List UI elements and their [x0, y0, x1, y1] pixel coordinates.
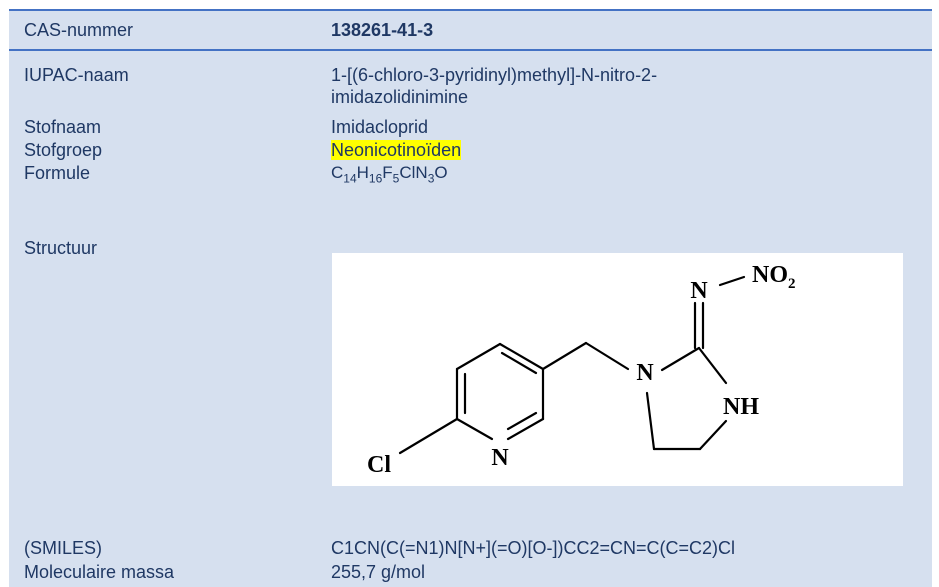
structuur-label: Structuur [24, 238, 98, 258]
bond-c2-nh [697, 346, 728, 385]
stofgroep-value-wrap: Neonicotinoïden [331, 139, 462, 161]
cas-value: 138261-41-3 [331, 20, 434, 40]
formule-label: Formule [24, 163, 91, 183]
atom-cl: Cl [367, 452, 391, 478]
bond-n-c2 [660, 346, 701, 372]
stofnaam-value: Imidacloprid [331, 117, 429, 137]
bond-cl-c [398, 417, 459, 455]
massa-value: 255,7 g/mol [331, 562, 426, 582]
bond-ring-5-double [506, 411, 538, 431]
bond-ring-6 [455, 417, 494, 441]
structure-image: N NO2 N NH Cl N [332, 253, 903, 486]
stofgroep-label: Stofgroep [24, 140, 103, 160]
bond-n-no2 [718, 275, 746, 287]
bond-ring-5 [506, 417, 545, 441]
atom-n-top: N [690, 278, 708, 304]
iupac-value-line1: 1-[(6-chloro-3-pyridinyl)methyl]-N-nitro… [331, 65, 658, 85]
bond-c-ch2 [541, 341, 588, 371]
bond-ch2-n [584, 341, 630, 371]
massa-label: Moleculaire massa [24, 562, 175, 582]
stofgroep-value: Neonicotinoïden [331, 140, 462, 160]
cas-label: CAS-nummer [24, 20, 134, 40]
atom-n-ring: N [636, 360, 654, 386]
smiles-label: (SMILES) [24, 538, 103, 558]
atom-no2: NO2 [752, 262, 796, 292]
row-cas: CAS-nummer 138261-41-3 [9, 9, 932, 51]
bond-ring-3-double [500, 351, 538, 375]
bond-c-n [645, 391, 656, 451]
bond-ring-2 [455, 342, 502, 371]
formule-value: C14H16F5ClN3O [331, 163, 448, 186]
bond-ring-3 [498, 342, 545, 371]
iupac-label: IUPAC-naam [24, 65, 129, 85]
smiles-value: C1CN(C(=N1)N[N+](=O)[O-])CC2=CN=C(C=C2)C… [331, 538, 736, 558]
iupac-value-line2: imidazolidinimine [331, 87, 469, 107]
atom-nh: NH [723, 394, 759, 420]
imidacloprid-structure: N NO2 N NH Cl N [367, 262, 796, 478]
atom-n-pyr: N [491, 445, 509, 471]
bond-nh-c [698, 419, 728, 451]
stofnaam-label: Stofnaam [24, 117, 102, 137]
